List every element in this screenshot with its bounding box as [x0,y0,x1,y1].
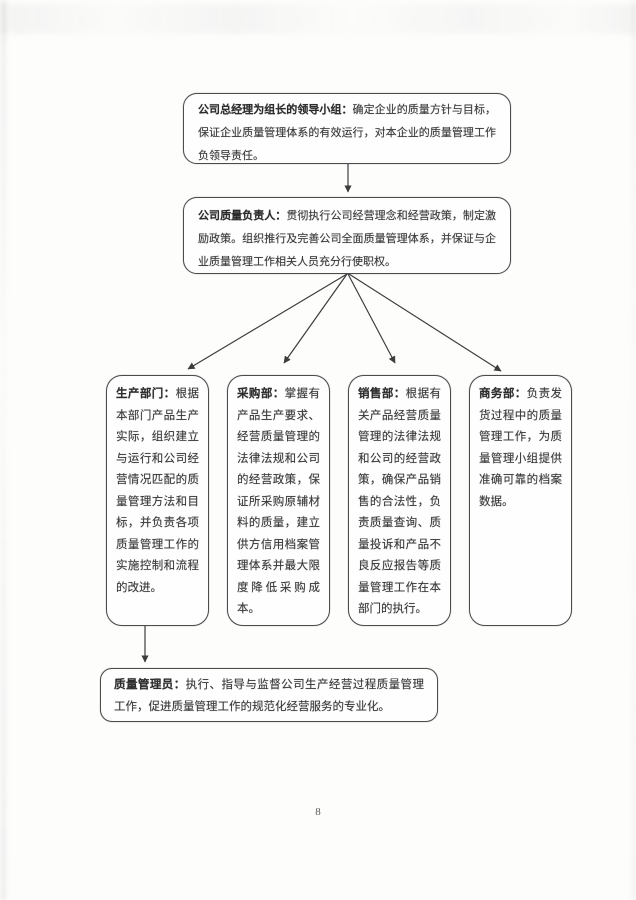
production-dept-body: 根据本部门产品生产实际，组织建立与运行和公司经营情况匹配的质量管理方法和目标，并… [116,388,200,594]
quality-head-body: 贯彻执行公司经营理念和经营政策，制定激励政策。组织推行及完善公司全面质量管理体系… [198,210,497,268]
quality-administrator-text: 质量管理员：执行、指导与监督公司生产经营过程质量管理工作，促进质量管理工作的规范… [114,674,424,718]
arrow-to-purchasing-dept [283,273,348,364]
quality-head-text: 公司质量负责人：贯彻执行公司经营理念和经营政策，制定激励政策。组织推行及完善公司… [198,205,497,273]
flowchart-node-quality-head: 公司质量负责人：贯彻执行公司经营理念和经营政策，制定激励政策。组织推行及完善公司… [183,197,511,274]
quality-administrator-body: 执行、指导与监督公司生产经营过程质量管理工作，促进质量管理工作的规范化经营服务的… [114,679,424,713]
leadership-group-title: 公司总经理为组长的领导小组： [198,104,353,116]
flowchart-node-purchasing-dept: 采购部：掌握有产品生产要求、经营质量管理的法律法规和公司的经营政策，保证所采购原… [227,375,330,626]
sales-dept-text: 销售部：根据有关产品经营质量管理的法律法规和公司的经营政策，确保产品销售的合法性… [358,384,441,621]
production-dept-title: 生产部门： [116,388,176,400]
arrow-to-production-dept [187,273,348,370]
scan-artifact-right [632,0,636,900]
arrow-to-sales-dept [347,273,396,364]
sales-dept-body: 根据有关产品经营质量管理的法律法规和公司的经营政策，确保产品销售的合法性，负责质… [358,388,442,615]
flowchart-node-production-dept: 生产部门：根据本部门产品生产实际，组织建立与运行和公司经营情况匹配的质量管理方法… [106,375,209,626]
flowchart-node-business-dept: 商务部：负责发货过程中的质量管理工作，为质量管理小组提供准确可靠的档案数据。 [469,375,572,626]
sales-dept-title: 销售部： [358,388,406,400]
purchasing-dept-title: 采购部： [237,388,285,400]
business-dept-text: 商务部：负责发货过程中的质量管理工作，为质量管理小组提供准确可靠的档案数据。 [479,384,562,513]
leadership-group-body: 确定企业的质量方针与目标，保证企业质量管理体系的有效运行，对本企业的质量管理工作… [198,104,497,162]
business-dept-title: 商务部： [479,388,527,400]
production-dept-text: 生产部门：根据本部门产品生产实际，组织建立与运行和公司经营情况匹配的质量管理方法… [116,384,199,599]
scan-artifact-top [0,4,636,34]
quality-administrator-title: 质量管理员： [114,679,186,691]
purchasing-dept-text: 采购部：掌握有产品生产要求、经营质量管理的法律法规和公司的经营政策，保证所采购原… [237,384,320,621]
flowchart-node-leadership-group: 公司总经理为组长的领导小组：确定企业的质量方针与目标，保证企业质量管理体系的有效… [183,93,511,164]
page-number: 8 [315,806,321,818]
flowchart-node-quality-administrator: 质量管理员：执行、指导与监督公司生产经营过程质量管理工作，促进质量管理工作的规范… [100,668,438,722]
arrow-to-business-dept [348,273,502,372]
scan-artifact-left [1,0,6,900]
quality-head-title: 公司质量负责人： [198,210,287,222]
flowchart-node-sales-dept: 销售部：根据有关产品经营质量管理的法律法规和公司的经营政策，确保产品销售的合法性… [348,375,451,626]
leadership-group-text: 公司总经理为组长的领导小组：确定企业的质量方针与目标，保证企业质量管理体系的有效… [198,99,497,163]
purchasing-dept-body: 掌握有产品生产要求、经营质量管理的法律法规和公司的经营政策，保证所采购原辅材料的… [237,388,321,615]
business-dept-body: 负责发货过程中的质量管理工作，为质量管理小组提供准确可靠的档案数据。 [479,388,563,508]
